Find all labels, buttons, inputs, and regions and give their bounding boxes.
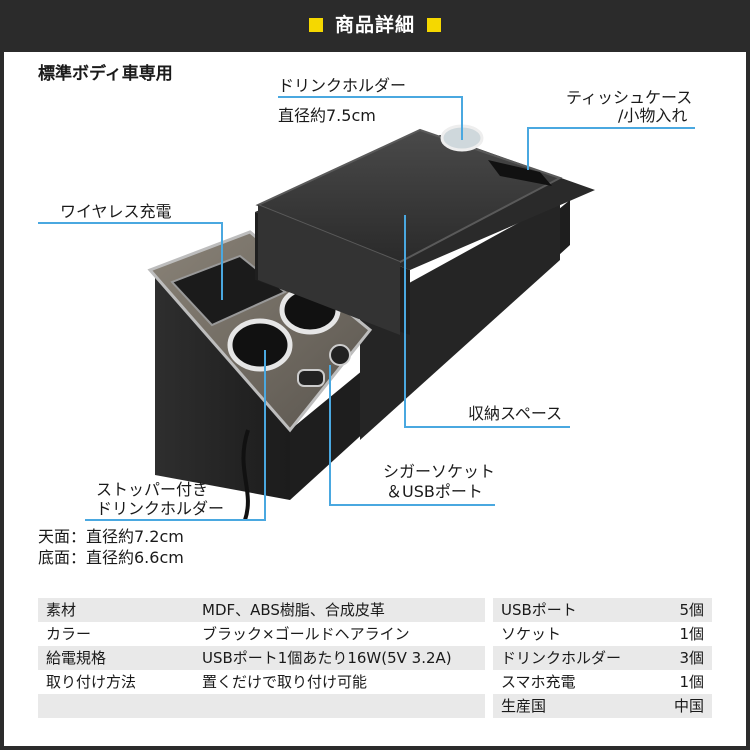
spec-label: 取り付け方法: [38, 670, 194, 694]
header-bar: 商品詳細: [0, 0, 750, 52]
spec-label: USBポート: [493, 598, 657, 622]
stopper-holder-label: ドリンクホルダー: [96, 499, 225, 518]
cigar-socket-label: シガーソケット: [383, 462, 496, 481]
spec-label: スマホ充電: [493, 670, 657, 694]
socket-callout-line: [329, 365, 495, 506]
stopper-callout-line: [85, 350, 266, 521]
spec-label: ソケット: [493, 622, 657, 646]
stopper-label: ストッパー付き: [96, 480, 209, 499]
drink-holder-size: 直径約7.5cm: [278, 106, 376, 125]
usb-port-icon: [297, 369, 325, 387]
tissue-slot: [488, 160, 552, 186]
spec-label: カラー: [38, 622, 194, 646]
tissue-case-sublabel: /小物入れ: [618, 106, 688, 125]
spec-value: MDF、ABS樹脂、合成皮革: [194, 598, 485, 622]
spec-value: 5個: [656, 598, 712, 622]
yellow-square-icon: [308, 18, 323, 32]
spec-value: 中国: [656, 694, 712, 718]
tissue-case-label: ティッシュケース: [566, 88, 693, 107]
spec-label: 生産国: [493, 694, 657, 718]
table-row: 取り付け方法置くだけで取り付け可能: [38, 670, 485, 694]
product-illustration: [38, 96, 695, 521]
drink-holder-label: ドリンクホルダー: [278, 76, 407, 95]
spec-label: ドリンクホルダー: [493, 646, 657, 670]
spec-label: 給電規格: [38, 646, 194, 670]
header-title-text: 商品詳細: [334, 14, 415, 36]
page-title: 商品詳細: [0, 10, 750, 37]
spec-value: [194, 694, 485, 718]
model-label: 標準ボディ車専用: [38, 64, 173, 84]
spec-label: [38, 694, 194, 718]
storage-space-label: 収納スペース: [468, 404, 563, 423]
table-row: 生産国中国: [493, 694, 712, 718]
console-left-side: [155, 270, 290, 500]
spec-label: 素材: [38, 598, 194, 622]
table-row: カラーブラック×ゴールドヘアライン: [38, 622, 485, 646]
yellow-square-icon: [427, 18, 441, 32]
spec-value: 1個: [656, 670, 712, 694]
cigar-socket-icon: [329, 344, 351, 366]
table-row: [38, 694, 485, 718]
tissue-callout-line: [527, 127, 695, 170]
wireless-callout-line: [38, 222, 223, 300]
cup-holder-front: [227, 318, 293, 372]
spec-value: USBポート1個あたり16W(5V 3.2A): [194, 646, 485, 670]
usb-port-label: ＆USBポート: [386, 482, 483, 501]
stopper-bottom-diameter: 底面：直径約6.6cm: [38, 548, 184, 567]
power-cable: [241, 429, 250, 521]
storage-callout-line: [404, 215, 570, 428]
stopper-top-diameter: 天面：直径約7.2cm: [38, 527, 184, 546]
spec-value: 置くだけで取り付け可能: [194, 670, 485, 694]
spec-value: 3個: [656, 646, 712, 670]
spec-value: 1個: [656, 622, 712, 646]
drink-holder-callout-line: [278, 96, 463, 140]
wireless-charging-label: ワイヤレス充電: [60, 202, 172, 221]
spec-value: ブラック×ゴールドヘアライン: [194, 622, 485, 646]
